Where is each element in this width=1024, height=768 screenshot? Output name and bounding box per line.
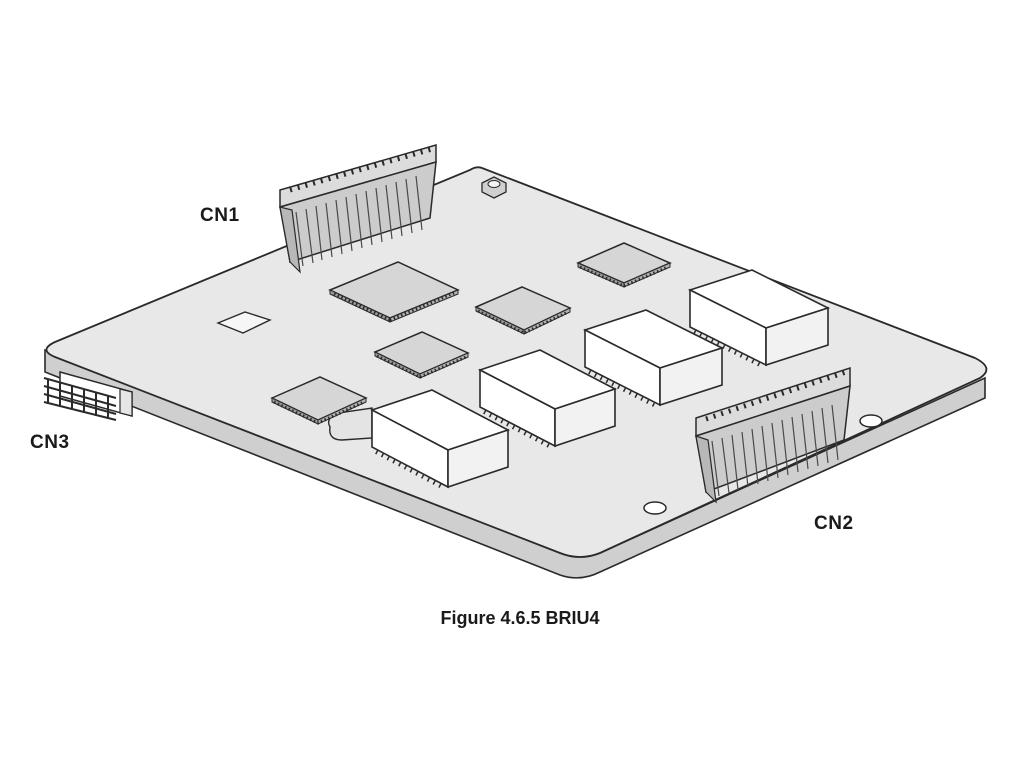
mounting-hole: [643, 501, 667, 515]
qfp-chip-top-right: [576, 242, 672, 288]
qfp-chip-large: [328, 261, 460, 323]
cn1-label: CN1: [200, 205, 240, 226]
mounting-hole: [859, 414, 883, 428]
cn3-pin-header: [43, 371, 133, 421]
cn1-connector: [279, 144, 437, 274]
qfp-chip-middle-left: [373, 331, 470, 379]
module-front: [369, 389, 511, 490]
tact-switch: [481, 176, 507, 199]
module-center: [477, 349, 618, 449]
qfp-chip-center: [474, 286, 572, 335]
module-top-right: [687, 269, 831, 368]
cn2-label: CN2: [814, 513, 854, 534]
cn2-connector: [695, 366, 851, 504]
cn3-label: CN3: [30, 432, 70, 453]
qfp-chip-lower-left: [270, 376, 368, 425]
figure-caption: Figure 4.6.5 BRIU4: [440, 608, 600, 628]
module-middle-right: [582, 309, 725, 408]
small-pad: [216, 311, 272, 334]
